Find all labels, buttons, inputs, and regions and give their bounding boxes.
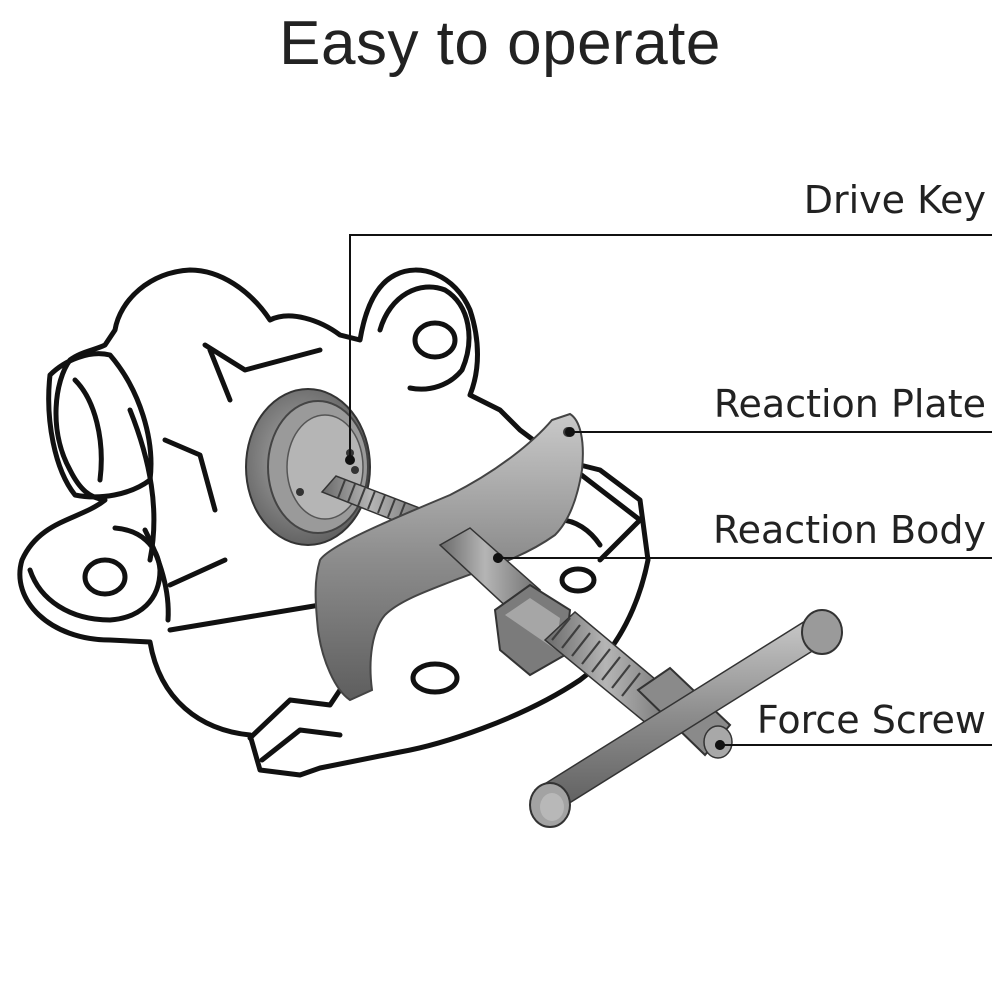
reaction-body <box>438 527 572 677</box>
label-drive-key: Drive Key <box>803 178 986 222</box>
label-reaction-plate: Reaction Plate <box>713 382 986 426</box>
t-handle <box>529 609 843 828</box>
caliper-outline <box>17 267 651 778</box>
leader-lines <box>349 234 992 746</box>
leader-drive-key <box>349 234 992 460</box>
piston <box>245 388 371 546</box>
leader-dots <box>345 427 725 750</box>
label-force-screw: Force Screw <box>756 698 986 742</box>
page-title: Easy to operate <box>279 9 721 78</box>
label-reaction-body: Reaction Body <box>712 508 986 552</box>
